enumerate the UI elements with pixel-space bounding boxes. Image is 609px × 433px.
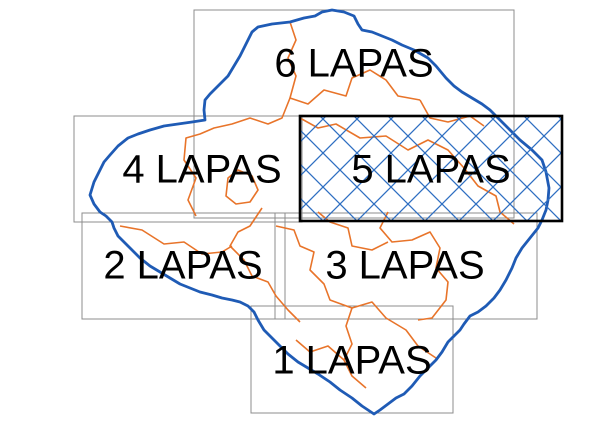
- sheet-5-selected[interactable]: [298, 114, 564, 223]
- sheet-label-2[interactable]: 2 LAPAS: [103, 244, 262, 288]
- region-border: [88, 8, 551, 416]
- sheet-label-1[interactable]: 1 LAPAS: [272, 339, 431, 383]
- sheet-frame-2[interactable]: [81, 212, 286, 320]
- sheet-frame-1[interactable]: [250, 305, 454, 414]
- sheet-5-hatch: [300, 116, 562, 221]
- sheet-label-3[interactable]: 3 LAPAS: [325, 244, 484, 288]
- sheet-frame-5[interactable]: [298, 114, 564, 223]
- sheet-label-4[interactable]: 4 LAPAS: [122, 148, 281, 192]
- sheet-label-6[interactable]: 6 LAPAS: [274, 42, 433, 86]
- sheet-labels: 6 LAPAS 4 LAPAS 5 LAPAS 2 LAPAS 3 LAPAS …: [103, 42, 510, 383]
- sheet-label-5[interactable]: 5 LAPAS: [351, 148, 510, 192]
